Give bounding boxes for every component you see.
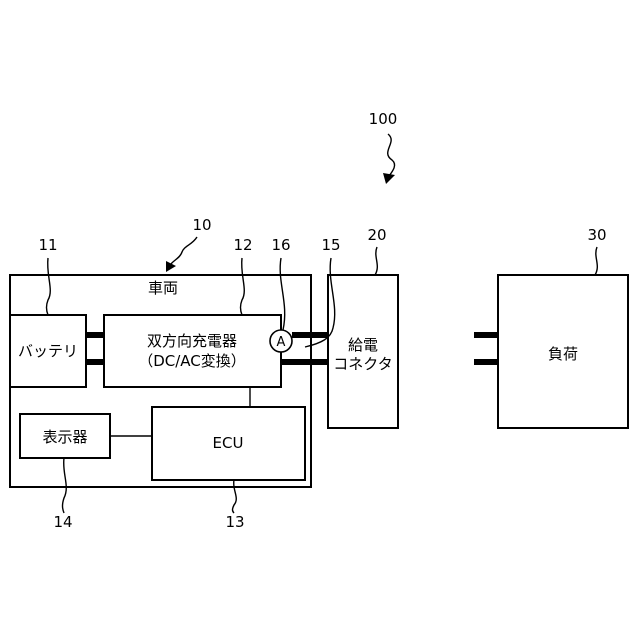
charger-box: [104, 315, 281, 387]
charger-label-line1: 双方向充電器: [147, 332, 237, 350]
charger-label-line2: （DC/AC変換）: [138, 352, 246, 370]
ref-connector: 20: [367, 226, 386, 244]
vehicle-box: [10, 275, 311, 487]
ref-ecu: 13: [225, 513, 244, 531]
vehicle-label: 車両: [148, 279, 178, 297]
ref-charger: 12: [233, 236, 252, 254]
ref-ammeter: 16: [271, 236, 290, 254]
leader-ecu: [233, 480, 237, 513]
ref-load: 30: [587, 226, 606, 244]
leader-battery: [47, 258, 51, 315]
leader-display: [63, 458, 67, 513]
leader-vehicle: [171, 237, 197, 264]
ecu-label: ECU: [213, 434, 244, 452]
leader-system: [388, 134, 395, 176]
ref-vehicle: 10: [192, 216, 211, 234]
display-label: 表示器: [42, 428, 87, 446]
arrowhead-system: [383, 173, 395, 184]
battery-label: バッテリ: [18, 342, 78, 360]
arrowhead-vehicle: [166, 261, 176, 272]
ref-display: 14: [53, 513, 72, 531]
leader-connector: [375, 247, 377, 275]
ref-system: 100: [369, 110, 398, 128]
leader-load: [595, 247, 597, 275]
leader-charger: [241, 258, 245, 315]
connector-label-line1: 給電: [348, 336, 378, 354]
load-label: 負荷: [548, 345, 578, 363]
ref-wire: 15: [321, 236, 340, 254]
ammeter-label: A: [277, 335, 286, 350]
connector-label-line2: コネクタ: [333, 355, 392, 373]
ref-battery: 11: [38, 236, 57, 254]
